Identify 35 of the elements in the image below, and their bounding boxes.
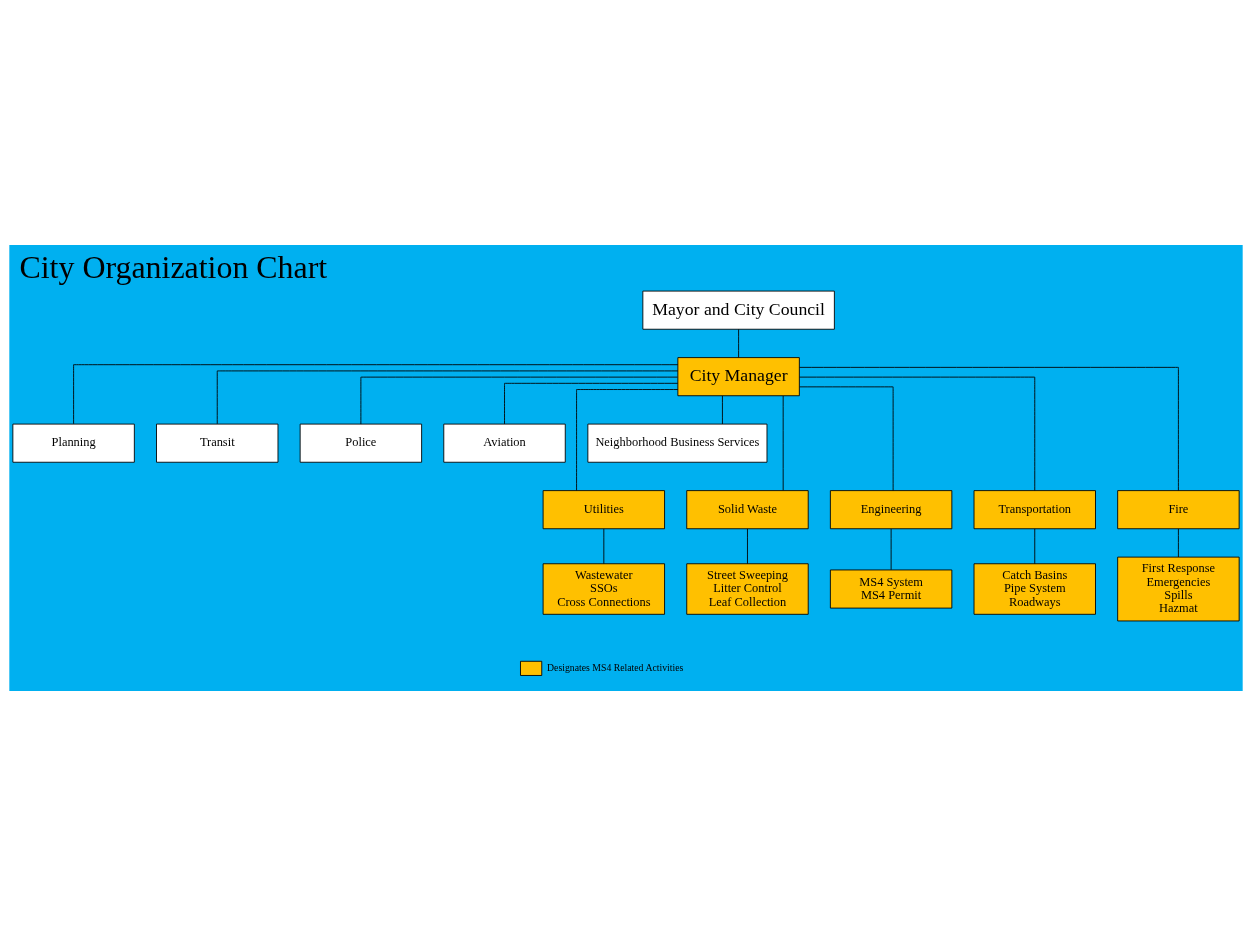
node-box: Planning <box>12 423 135 463</box>
node-box: Utilities <box>542 489 665 529</box>
connector <box>890 527 892 570</box>
legend-label: Designates MS4 Related Activities <box>547 661 684 673</box>
diagram-title: City Organization Chart <box>19 249 328 285</box>
node-box: City Manager <box>677 356 800 396</box>
connector <box>216 369 679 424</box>
node-box: Transportation <box>973 489 1096 529</box>
connector <box>799 376 1036 491</box>
connector <box>782 395 784 491</box>
node-box: First Response Emergencies Spills Hazmat <box>1117 556 1240 621</box>
connector <box>799 366 1179 491</box>
connector <box>747 527 748 564</box>
node-box: Mayor and City Council <box>642 290 835 330</box>
node-box: Street Sweeping Litter Control Leaf Collection <box>686 562 809 615</box>
node-box: Wastewater SSOs Cross Connections <box>542 562 665 615</box>
connector <box>722 394 723 424</box>
connector <box>360 376 678 424</box>
node-box: Police <box>299 423 423 463</box>
connector <box>799 385 894 491</box>
node-box: Fire <box>1117 489 1240 529</box>
connector <box>73 363 679 424</box>
connector <box>1034 527 1036 564</box>
node-box: Engineering <box>829 489 953 529</box>
node-box: Solid Waste <box>686 489 809 529</box>
connector <box>1177 527 1179 557</box>
node-box: Aviation <box>443 423 566 463</box>
node-box: MS4 System MS4 Permit <box>829 569 953 609</box>
node-box: Neighborhood Business Services <box>587 423 768 463</box>
node-box: Transit <box>156 423 279 463</box>
connector <box>504 382 679 424</box>
node-box: Catch Basins Pipe System Roadways <box>973 562 1096 615</box>
connector <box>738 328 740 358</box>
connector <box>576 388 679 491</box>
connector <box>603 527 605 564</box>
